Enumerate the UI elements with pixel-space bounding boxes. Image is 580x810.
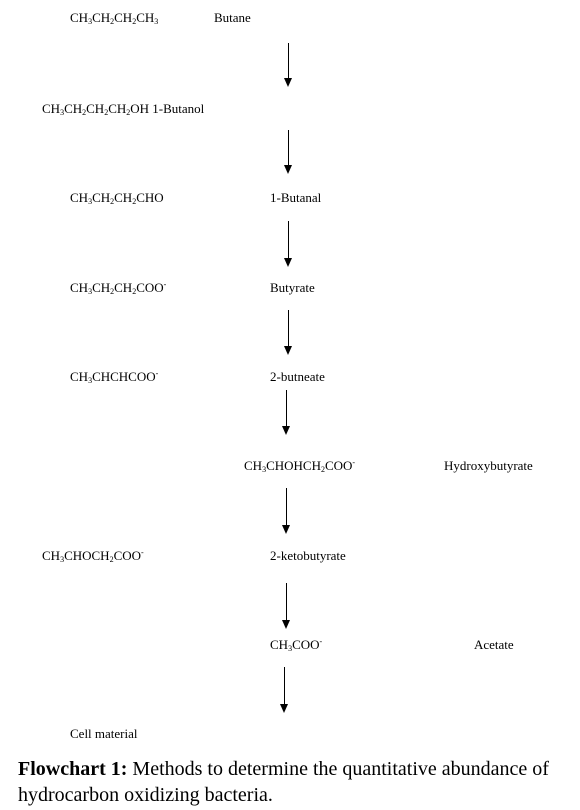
formula-butane: CH3CH2CH2CH3 [70, 10, 159, 26]
formula-2-ketobutyrate: CH3CHOCH2COO- [42, 548, 144, 564]
arrow-8 [279, 667, 291, 713]
label-2-ketobutyrate: 2-ketobutyrate [270, 548, 346, 563]
caption-label: Flowchart 1: [18, 758, 128, 780]
label-2-butneate: 2-butneate [270, 369, 325, 384]
arrow-4 [283, 310, 295, 355]
formula-1-butanol-text: CH3CH2CH2CH2OH [42, 101, 150, 117]
arrow-1 [283, 43, 295, 87]
arrow-5 [281, 390, 293, 435]
label-1-butanol: 1-Butanol [152, 101, 205, 116]
figure-caption: Flowchart 1: Methods to determine the qu… [18, 756, 574, 808]
label-hydroxybutyrate: Hydroxybutyrate [444, 458, 533, 473]
formula-butyrate: CH3CH2CH2COO- [70, 280, 167, 296]
arrow-7 [281, 583, 293, 629]
label-cell-material: Cell material [70, 726, 138, 741]
formula-1-butanal: CH3CH2CH2CHO [70, 190, 164, 206]
formula-hydroxybutyrate: CH3CHOHCH2COO- [244, 458, 356, 474]
arrow-3 [283, 221, 295, 267]
formula-2-butneate: CH3CHCHCOO- [70, 369, 159, 385]
arrow-2 [283, 130, 295, 174]
label-1-butanal: 1-Butanal [270, 190, 322, 205]
label-butyrate: Butyrate [270, 280, 315, 295]
caption-text: Methods to determine the quantitative ab… [18, 758, 549, 806]
formula-acetate: CH3COO- [270, 637, 323, 653]
label-butane: Butane [214, 10, 251, 25]
formula-1-butanol: CH3CH2CH2CH2OH 1-Butanol [42, 101, 204, 117]
label-acetate: Acetate [474, 637, 514, 652]
arrow-6 [281, 488, 293, 534]
